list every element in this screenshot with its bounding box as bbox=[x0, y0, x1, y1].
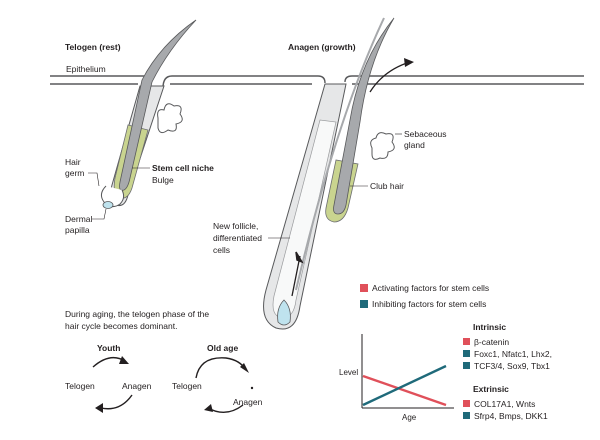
anagen-dermal-papilla bbox=[277, 299, 291, 326]
hair-germ-leader bbox=[88, 172, 100, 187]
legend-inhibiting-label: Inhibiting factors for stem cells bbox=[372, 299, 486, 309]
old-age-anagen-label: Anagen bbox=[233, 397, 263, 407]
aging-caption-line2: hair cycle becomes dominant. bbox=[65, 321, 177, 331]
old-age-cycle bbox=[195, 357, 254, 413]
epithelium-label: Epithelium bbox=[66, 64, 106, 74]
growth-arrow-icon bbox=[291, 255, 301, 297]
youth-title: Youth bbox=[97, 343, 120, 353]
dermal-papilla-label-line1: Dermal bbox=[65, 214, 93, 224]
extrinsic-factor-1: COL17A1, Wnts bbox=[474, 399, 535, 409]
inhibiting-trend-line bbox=[362, 364, 447, 407]
youth-cycle bbox=[92, 356, 133, 413]
anagen-title: Anagen (growth) bbox=[288, 42, 356, 52]
graph-y-label: Level bbox=[339, 368, 358, 377]
intrinsic-inhibiting-swatch-2 bbox=[463, 362, 470, 369]
aging-caption-line1: During aging, the telogen phase of the bbox=[65, 309, 209, 319]
intrinsic-title: Intrinsic bbox=[473, 322, 506, 332]
club-hair-label: Club hair bbox=[370, 181, 404, 191]
youth-telogen-label: Telogen bbox=[65, 381, 95, 391]
club-hair bbox=[333, 17, 395, 215]
legend-inhibiting-swatch bbox=[360, 300, 368, 308]
legend-activating-label: Activating factors for stem cells bbox=[372, 283, 489, 293]
new-follicle-label-line1: New follicle, bbox=[213, 221, 258, 231]
new-follicle-label-line3: cells bbox=[213, 245, 230, 255]
intrinsic-activating-swatch bbox=[463, 338, 470, 345]
activating-trend-line bbox=[362, 374, 447, 407]
hair-germ-label-line1: Hair bbox=[65, 157, 81, 167]
stem-cell-niche-label: Stem cell niche bbox=[152, 163, 214, 173]
graph-x-label: Age bbox=[402, 413, 417, 422]
anagen-follicle bbox=[263, 17, 414, 330]
intrinsic-factor-2: Foxc1, Nfatc1, Lhx2, bbox=[474, 349, 552, 359]
extrinsic-activating-swatch bbox=[463, 400, 470, 407]
aging-level-graph bbox=[361, 334, 454, 409]
sebaceous-gland bbox=[157, 103, 183, 134]
legend-activating-swatch bbox=[360, 284, 368, 292]
old-age-title: Old age bbox=[207, 343, 238, 353]
emergence-arrow-icon bbox=[369, 61, 411, 93]
extrinsic-factor-2: Sfrp4, Bmps, DKK1 bbox=[474, 411, 548, 421]
new-hair-shaft bbox=[295, 17, 385, 291]
intrinsic-factor-1: β-catenin bbox=[474, 337, 509, 347]
old-age-telogen-label: Telogen bbox=[172, 381, 202, 391]
dermal-papilla-label-line2: papilla bbox=[65, 225, 90, 235]
anagen-sebaceous-gland bbox=[370, 132, 395, 160]
sebaceous-gland-label-line2: gland bbox=[404, 140, 425, 150]
extrinsic-inhibiting-swatch bbox=[463, 412, 470, 419]
dermal-papilla bbox=[102, 201, 114, 209]
sebaceous-gland-label-line1: Sebaceous bbox=[404, 129, 447, 139]
telogen-follicle bbox=[100, 19, 197, 209]
telogen-hair-shaft bbox=[119, 19, 197, 191]
intrinsic-factor-3: TCF3/4, Sox9, Tbx1 bbox=[474, 361, 550, 371]
hair-germ-label-line2: germ bbox=[65, 168, 84, 178]
new-follicle-label-line2: differentiated bbox=[213, 233, 262, 243]
telogen-title: Telogen (rest) bbox=[65, 42, 121, 52]
bulge-label: Bulge bbox=[152, 175, 174, 185]
dermal-papilla-leader bbox=[92, 208, 107, 220]
extrinsic-title: Extrinsic bbox=[473, 384, 509, 394]
youth-anagen-label: Anagen bbox=[122, 381, 152, 391]
intrinsic-inhibiting-swatch-1 bbox=[463, 350, 470, 357]
epithelium-layer bbox=[50, 75, 584, 89]
